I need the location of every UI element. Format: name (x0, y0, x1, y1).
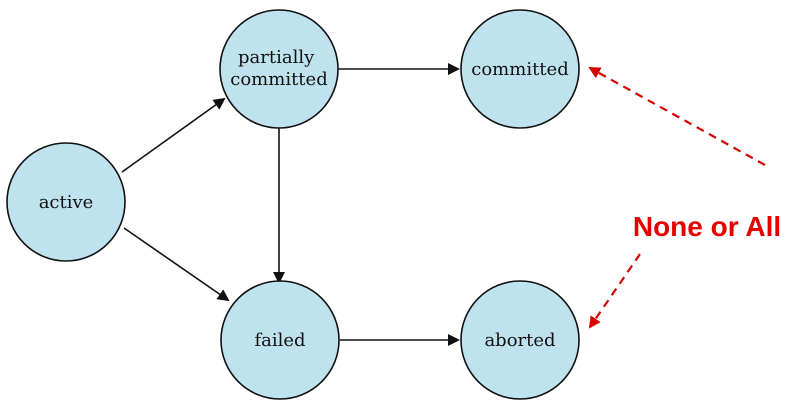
state-failed-label: failed (254, 330, 305, 351)
state-failed-circle (220, 280, 340, 400)
state-partially-committed-label-line-2: committed (230, 69, 327, 90)
state-failed: failed (220, 280, 340, 400)
state-aborted-circle (460, 280, 580, 400)
state-active-circle (6, 142, 126, 262)
state-active-label: active (39, 192, 94, 213)
dashed-arrow-to-committed (588, 67, 766, 166)
state-aborted: aborted (460, 280, 580, 400)
state-partially-committed-label-line-1: partially (238, 47, 315, 68)
state-committed-label: committed (471, 59, 568, 80)
state-committed-circle (460, 9, 580, 129)
none-or-all-annotation: None or All (633, 211, 781, 242)
state-partially-committed-label: partially committed (230, 47, 327, 90)
state-partially-committed: partially committed (219, 9, 339, 129)
dashed-arrow-to-aborted (588, 253, 641, 329)
state-active: active (6, 142, 126, 262)
state-partially-committed-circle (219, 9, 339, 129)
state-committed: committed (460, 9, 580, 129)
state-aborted-label: aborted (484, 330, 555, 351)
edge-active-to-failed (123, 227, 230, 302)
edge-active-to-partially-committed (121, 97, 226, 173)
